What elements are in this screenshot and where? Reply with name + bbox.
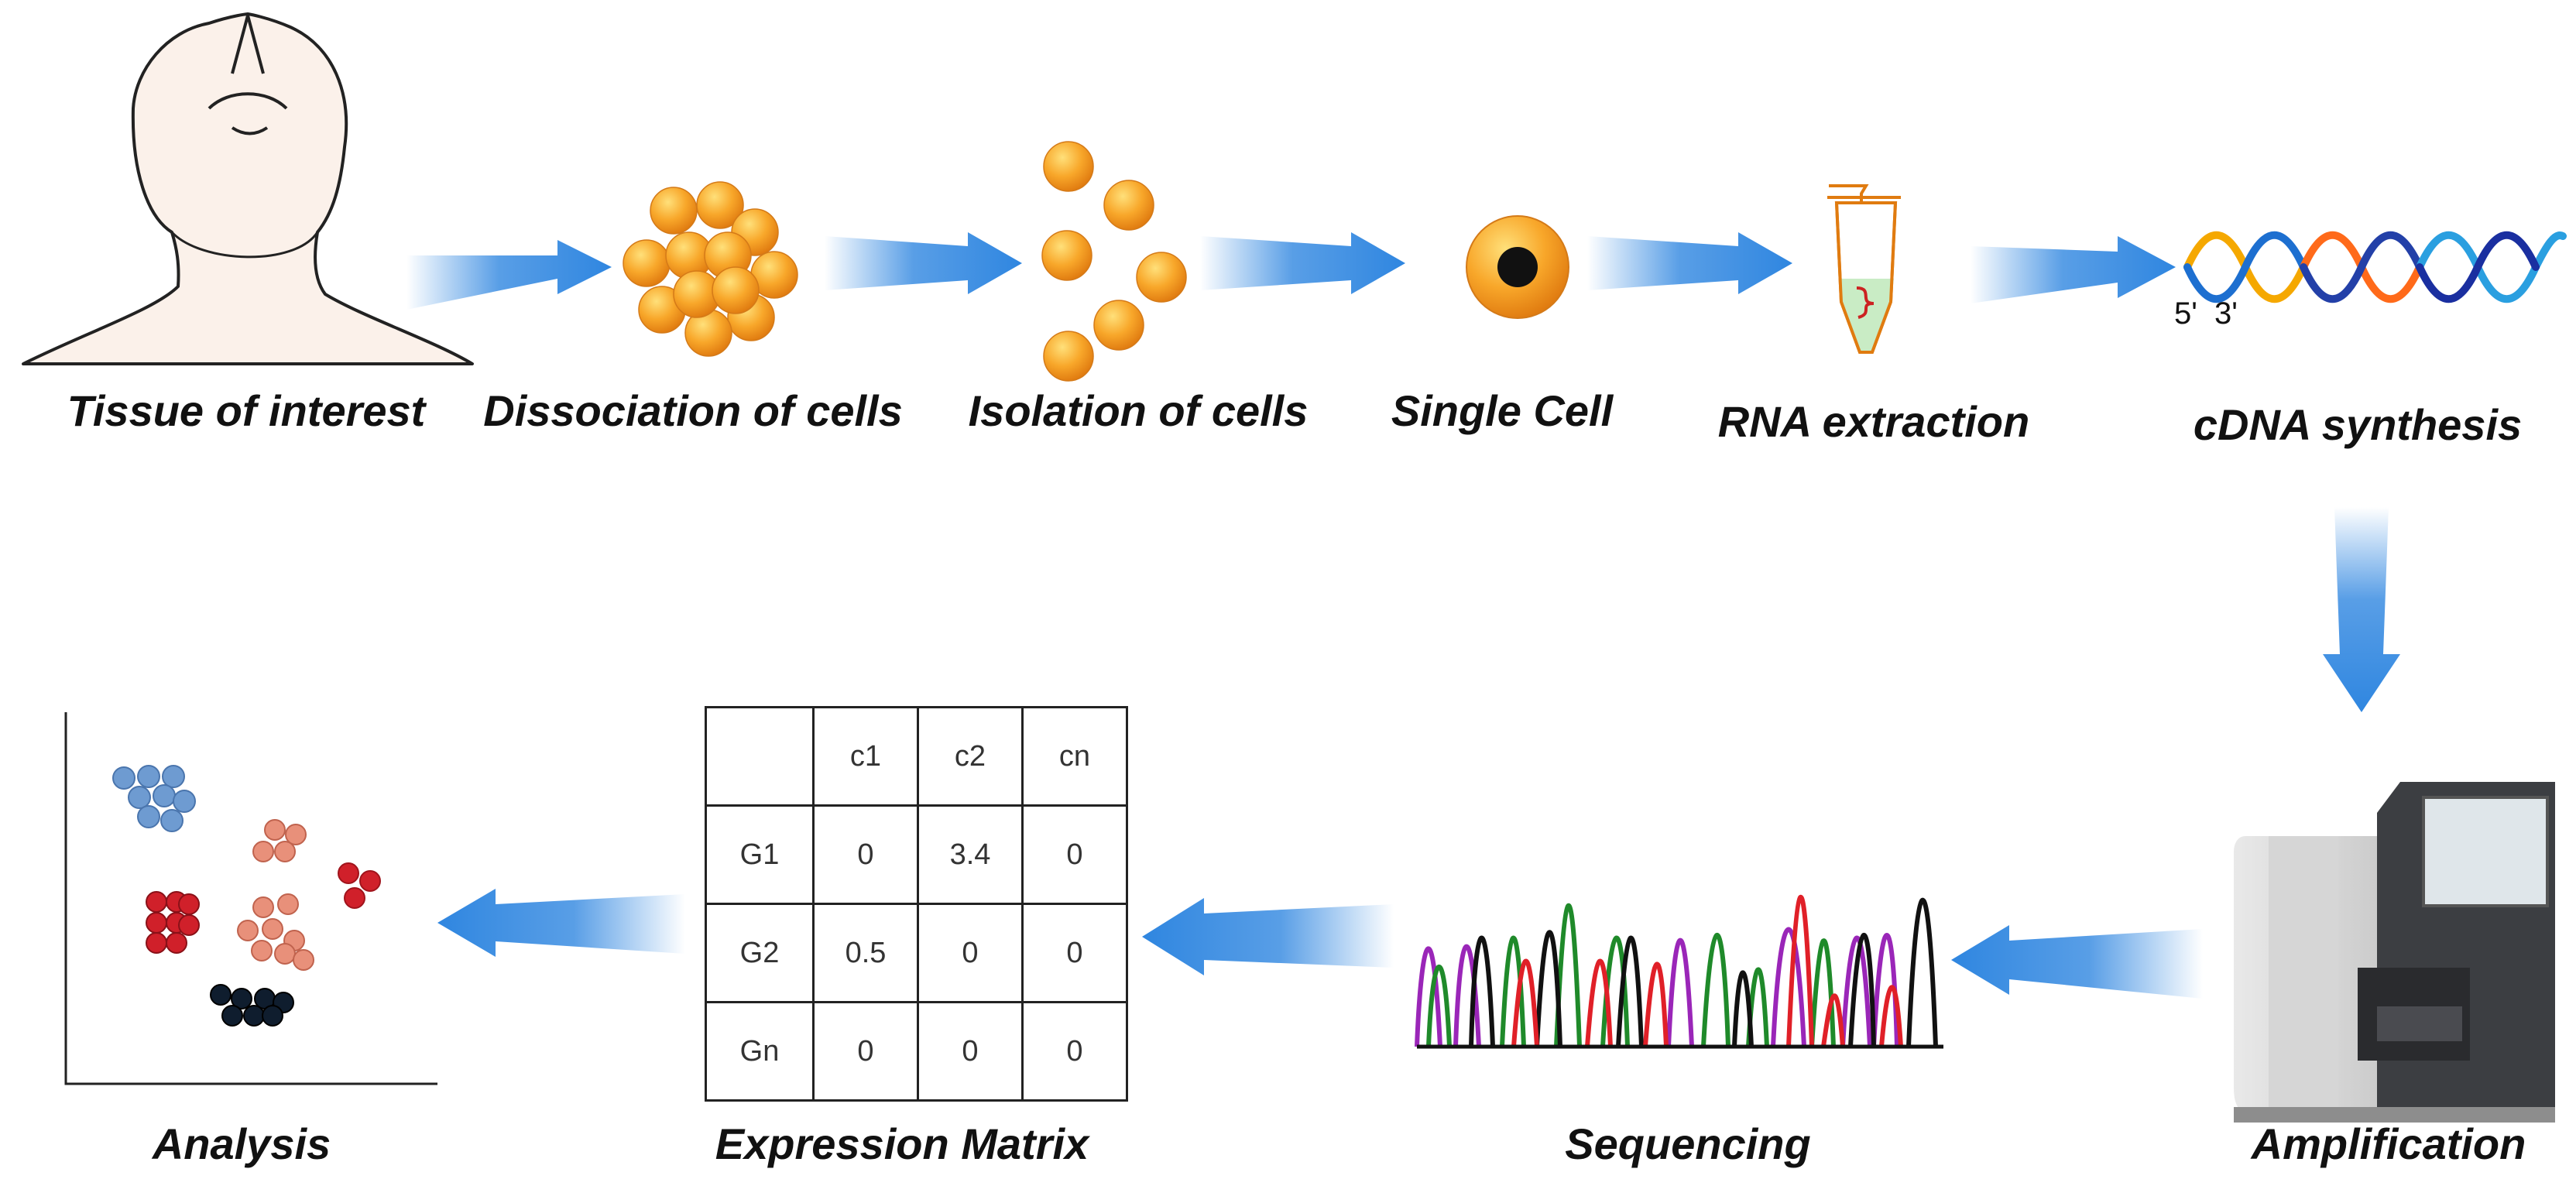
cluster-red-right — [338, 862, 381, 909]
label-cdna-synthesis: cDNA synthesis — [2193, 400, 2523, 449]
chromatogram-icon — [1415, 895, 1943, 1049]
arrow-sequencing-to-matrix — [1142, 898, 1394, 975]
cluster-navy — [210, 984, 294, 1027]
matrix-row: G1 0 3.4 0 — [705, 804, 1128, 905]
label-single-cell: Single Cell — [1391, 386, 1614, 435]
matrix-header-cell: c1 — [812, 706, 919, 807]
three-prime-label: 3' — [2214, 296, 2238, 331]
matrix-row-label: Gn — [705, 1001, 815, 1102]
analysis-plot — [64, 712, 437, 1085]
arrow-single-cell-to-rna — [1587, 232, 1792, 294]
arrow-cdna-to-amplification — [2323, 507, 2400, 712]
tissue-head-icon — [22, 12, 474, 365]
matrix-cell: 0 — [812, 1001, 919, 1102]
cluster-salmon-small — [252, 819, 307, 862]
label-amplification: Amplification — [2251, 1119, 2526, 1168]
label-sequencing: Sequencing — [1565, 1119, 1811, 1168]
matrix-cell: 0 — [1021, 903, 1128, 1003]
label-rna-extraction: RNA extraction — [1717, 397, 2030, 446]
matrix-row-label: G1 — [705, 804, 815, 905]
arrow-matrix-to-analysis — [437, 889, 685, 957]
matrix-cell: 0 — [917, 903, 1024, 1003]
matrix-cell: 0 — [917, 1001, 1024, 1102]
eppendorf-tube-icon — [1827, 184, 1901, 354]
five-prime-label: 5' — [2174, 296, 2197, 331]
matrix-row: G2 0.5 0 0 — [705, 903, 1128, 1003]
isolated-cells-icon — [1041, 141, 1187, 382]
single-cell-icon — [1466, 215, 1569, 319]
cell-cluster-icon — [623, 181, 798, 357]
label-analysis: Analysis — [152, 1119, 331, 1168]
arrow-rna-to-cdna — [1971, 236, 2176, 303]
matrix-row-label: G2 — [705, 903, 815, 1003]
label-expression-matrix: Expression Matrix — [715, 1119, 1089, 1168]
matrix-row: Gn 0 0 0 — [705, 1001, 1128, 1102]
cluster-red-grid — [146, 891, 200, 954]
cluster-blue — [112, 765, 196, 832]
matrix-cell: 0 — [812, 804, 919, 905]
arrow-tissue-to-dissociation — [406, 240, 612, 310]
matrix-header-row: c1 c2 cn — [705, 706, 1128, 807]
label-dissociation-of-cells: Dissociation of cells — [483, 386, 903, 435]
matrix-cell: 0 — [1021, 804, 1128, 905]
sequencer-machine-icon — [2234, 782, 2555, 1123]
label-tissue-of-interest: Tissue of interest — [67, 386, 426, 435]
matrix-cell: 3.4 — [917, 804, 1024, 905]
label-isolation-of-cells: Isolation of cells — [968, 386, 1309, 435]
arrow-isolation-to-single-cell — [1200, 232, 1405, 294]
expression-matrix-table: c1 c2 cn G1 0 3.4 0 G2 0.5 0 0 Gn 0 0 0 — [705, 706, 1128, 1102]
matrix-header-cell: c2 — [917, 706, 1024, 807]
arrow-amplification-to-sequencing — [1951, 925, 2203, 999]
matrix-cell: 0 — [1021, 1001, 1128, 1102]
matrix-corner-cell — [705, 706, 815, 807]
cdna-helix-icon — [2183, 231, 2567, 303]
matrix-cell: 0.5 — [812, 903, 919, 1003]
arrow-dissociation-to-isolation — [825, 232, 1022, 294]
plot-axes — [64, 712, 437, 1085]
cluster-salmon-large — [237, 893, 314, 971]
matrix-header-cell: cn — [1021, 706, 1128, 807]
